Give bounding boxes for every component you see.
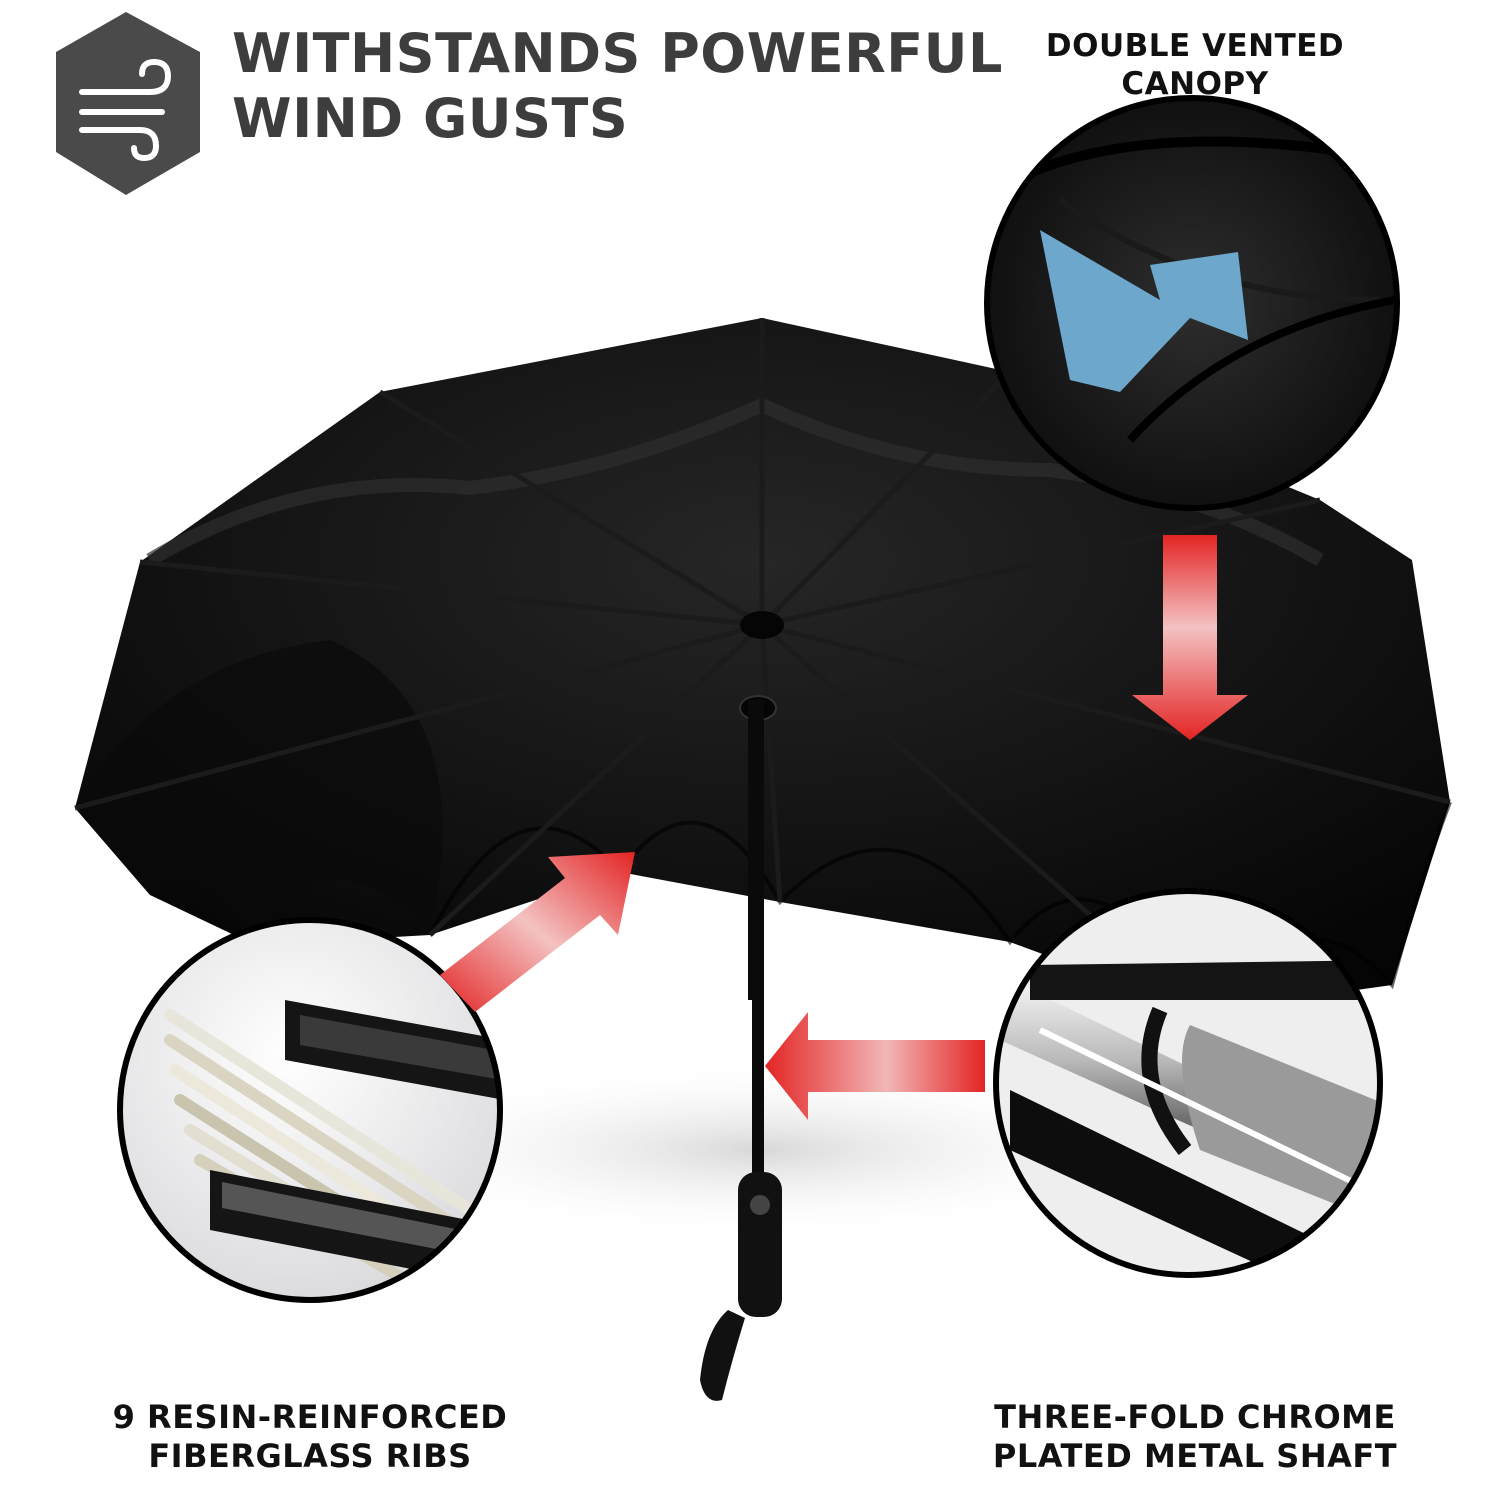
vent-flow-arrow xyxy=(1040,230,1248,392)
umbrella-shaft xyxy=(700,700,782,1401)
ribs-caption: 9 RESIN-REINFORCED FIBERGLASS RIBS xyxy=(100,1398,520,1476)
shaft-caption-line-2: PLATED METAL SHAFT xyxy=(992,1437,1398,1476)
headline-line-2: WIND GUSTS xyxy=(232,86,629,150)
ribs-zoom-circle xyxy=(117,917,503,1303)
shaft-zoom-circle xyxy=(993,888,1383,1278)
headline: WITHSTANDS POWERFUL WIND GUSTS xyxy=(232,22,1003,152)
canopy-zoom-circle xyxy=(984,95,1400,511)
red-arrow-ribs xyxy=(440,852,635,1012)
canopy-caption: DOUBLE VENTED CANOPY xyxy=(1040,28,1350,104)
headline-line-1: WITHSTANDS POWERFUL xyxy=(232,22,1003,85)
red-arrow-shaft xyxy=(765,1012,985,1120)
shaft-caption-line-1: THREE-FOLD CHROME xyxy=(994,1398,1396,1436)
ribs-caption-line-1: 9 RESIN-REINFORCED xyxy=(112,1398,508,1436)
ribs-caption-line-2: FIBERGLASS RIBS xyxy=(148,1437,472,1476)
red-arrow-canopy xyxy=(1132,535,1248,740)
wind-icon xyxy=(56,12,200,195)
shaft-caption: THREE-FOLD CHROME PLATED METAL SHAFT xyxy=(985,1398,1405,1476)
canopy-caption-line-1: DOUBLE VENTED xyxy=(1045,28,1345,64)
canopy-caption-line-2: CANOPY xyxy=(1121,65,1269,102)
